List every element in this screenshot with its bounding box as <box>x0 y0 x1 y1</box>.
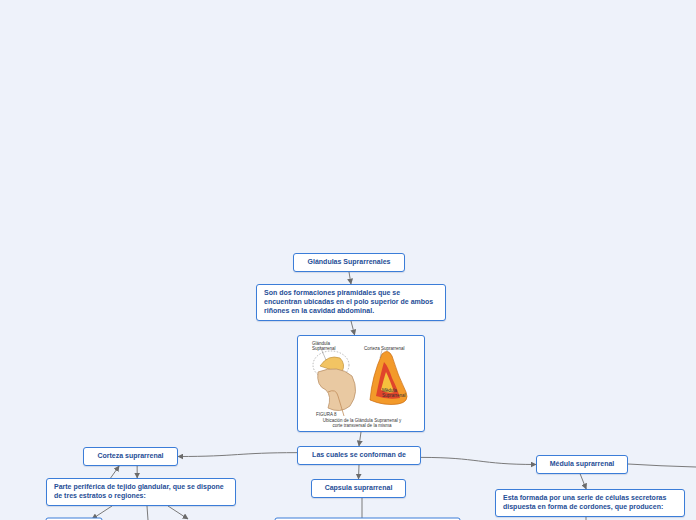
connector-arrow <box>137 466 138 478</box>
node-text: Glándulas Suprarrenales <box>301 258 397 267</box>
node-text: Son dos formaciones piramidales que se e… <box>264 289 438 315</box>
connector-arrow <box>580 474 586 489</box>
concept-box: Capsula suprarrenal <box>311 479 406 498</box>
node-text: Las cuales se conforman de <box>305 451 413 460</box>
node-text: Médula suprarrenal <box>544 460 620 469</box>
connector-arrow <box>178 453 297 457</box>
concept-box: Esta formada por una serie de células se… <box>495 489 685 517</box>
offpage-line <box>628 464 696 467</box>
concept-box: Parte periférica de tejido glandular, qu… <box>46 478 236 506</box>
node-text: Parte periférica de tejido glandular, qu… <box>54 483 228 501</box>
concept-box: Son dos formaciones piramidales que se e… <box>256 284 446 321</box>
connector-arrow <box>358 465 360 479</box>
offpage-box <box>46 518 102 520</box>
figure-label: FIGURA 8 <box>316 412 346 417</box>
figure-box: Glándula SuprarrenalCorteza SuprarrenalM… <box>297 335 425 432</box>
connector-arrow <box>349 272 351 284</box>
node-text: Capsula suprarrenal <box>319 484 398 493</box>
connector-arrow <box>421 457 536 464</box>
concept-box: Médula suprarrenal <box>536 455 628 474</box>
figure-label: Médula Suprarrenal <box>382 388 406 398</box>
offpage-line <box>92 506 112 519</box>
connector-arrow <box>111 466 120 478</box>
node-text: Esta formada por una serie de células se… <box>503 494 677 512</box>
connector-arrow <box>351 321 355 335</box>
offpage-line <box>362 498 363 520</box>
concept-box: Corteza suprarrenal <box>83 447 178 466</box>
figure-label: Corteza Suprarrenal <box>364 346 406 351</box>
offpage-box <box>275 518 460 520</box>
figure-label: Ubicación de la Glándula Suprarrenal y c… <box>322 418 402 428</box>
figure-label: Glándula Suprarrenal <box>312 341 340 351</box>
connector-arrow <box>359 432 361 446</box>
offpage-line <box>147 506 148 520</box>
concept-box: Las cuales se conforman de <box>297 446 421 465</box>
concept-box: Glándulas Suprarrenales <box>293 253 405 272</box>
node-text: Corteza suprarrenal <box>91 452 170 461</box>
offpage-line <box>168 506 188 519</box>
